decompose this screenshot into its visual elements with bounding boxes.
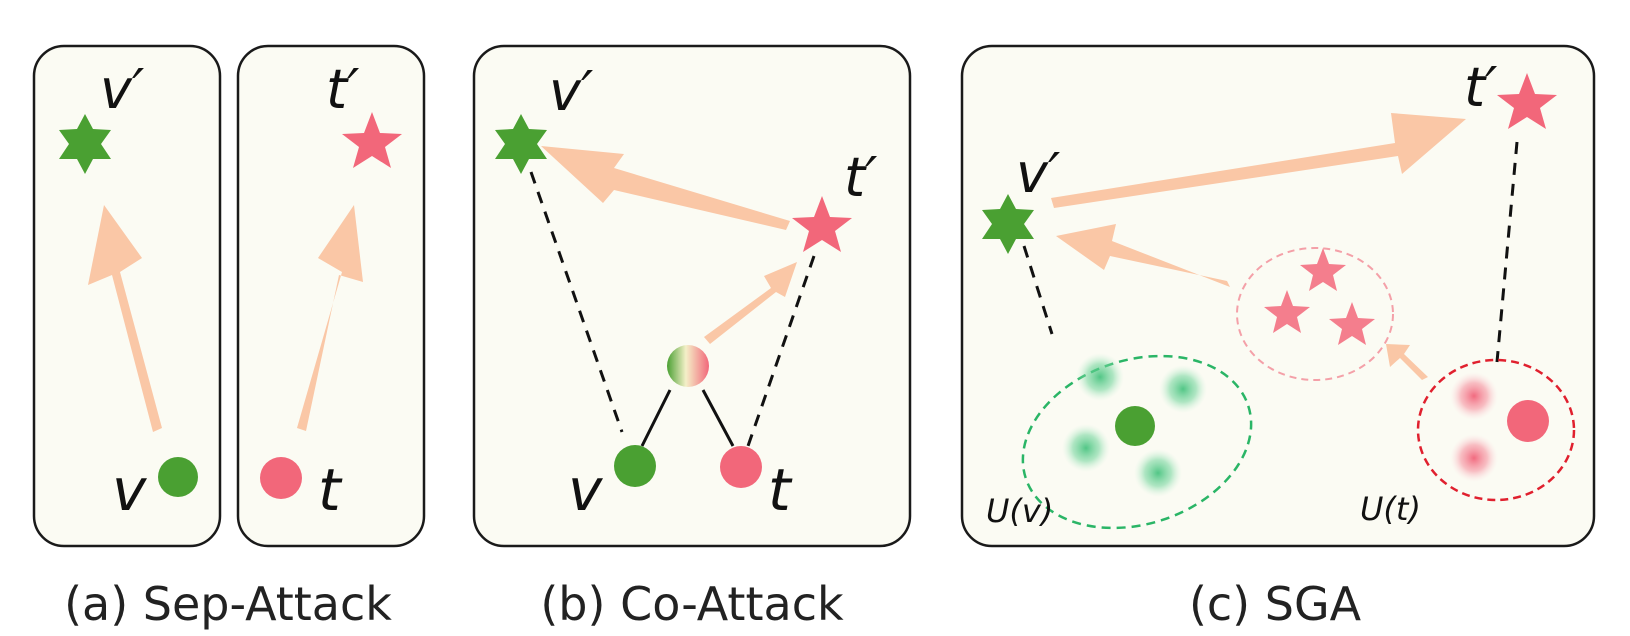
panel-c-augmented-image-node (1159, 365, 1207, 413)
panel-b-image-node (614, 445, 656, 487)
panel-c-text-node (1507, 400, 1549, 442)
panel-a-text-box (236, 44, 426, 548)
panel-b-mixed-node (667, 345, 709, 387)
panel-a-caption: (a) Sep-Attack (64, 577, 392, 631)
panel-b-text-node (720, 446, 762, 488)
panel-c-adv-text-star-small (1264, 290, 1310, 333)
panel-c-adv-text-star-small (1329, 302, 1375, 345)
panel-b-text-to-image-arrow (541, 146, 790, 230)
panel-a-image-box (32, 44, 222, 548)
panel-b-box (472, 44, 912, 548)
panel-b-label-v-adv: v′ (549, 60, 593, 123)
panel-c-image-node (1115, 406, 1155, 446)
panel-c-label-v-adv: v′ (1016, 142, 1060, 205)
panel-b-label-v: v (568, 456, 604, 524)
panel-b-dash-image (529, 171, 624, 433)
panel-c-label-t-adv: t′ (1464, 56, 1497, 119)
panel-a: v′ t′ v t (a) Sep-Attack (32, 44, 426, 631)
panel-c-adv-text-star (1497, 73, 1557, 129)
panel-b: v′ t′ v t (b) Co-Attack (472, 44, 912, 631)
panel-c-augmented-image-node (1076, 353, 1124, 401)
panel-b-adv-image-star (495, 114, 547, 174)
panel-a-image-arrow (88, 205, 162, 432)
panel-c-adv-text-star-small (1300, 248, 1346, 291)
panel-a-image-node (158, 457, 198, 497)
panel-b-caption: (b) Co-Attack (540, 577, 844, 631)
panel-c-augmented-text-node (1450, 434, 1498, 482)
panel-c-adv-text-set (1236, 247, 1394, 381)
panel-a-text-node (260, 457, 302, 499)
panel-b-mix-to-text-arrow (704, 262, 797, 344)
panel-c-caption: (c) SGA (1189, 577, 1362, 631)
panel-a-label-t: t (318, 456, 343, 524)
panel-c-adv-image-star (982, 194, 1034, 254)
panel-c-augmented-text-node (1450, 372, 1498, 420)
panel-b-label-t-adv: t′ (844, 146, 877, 209)
panel-c-label-ut: U(t) (1360, 490, 1421, 528)
panel-b-link-image (640, 389, 672, 447)
panel-b-label-t: t (768, 456, 793, 524)
panel-a-adv-image-star (59, 114, 111, 174)
panel-c-text-set (1416, 358, 1576, 502)
panel-c-label-uv: U(v) (986, 492, 1053, 530)
panel-a-text-arrow (297, 205, 363, 431)
panel-a-label-v-adv: v′ (100, 58, 144, 121)
panel-c-augmented-image-node (1062, 424, 1110, 472)
panel-c-dash-text (1495, 141, 1519, 363)
panel-a-label-v: v (112, 456, 148, 524)
panel-c-augmented-image-node (1134, 449, 1182, 497)
panel-c-textset-to-advset-arrow (1386, 344, 1428, 380)
panel-a-adv-text-star (342, 112, 402, 168)
panel-b-link-text (701, 389, 735, 447)
panel-b-adv-text-star (792, 196, 852, 252)
panel-c-image-to-text-arrow (1051, 113, 1466, 208)
panel-c-textset-to-image-arrow (1056, 224, 1230, 287)
panel-c: v′ t′ U(v) U(t) (c) SGA (960, 44, 1596, 631)
panel-c-dash-image (1022, 245, 1054, 335)
panel-c-box (960, 44, 1596, 548)
panel-a-label-t-adv: t′ (326, 58, 359, 121)
